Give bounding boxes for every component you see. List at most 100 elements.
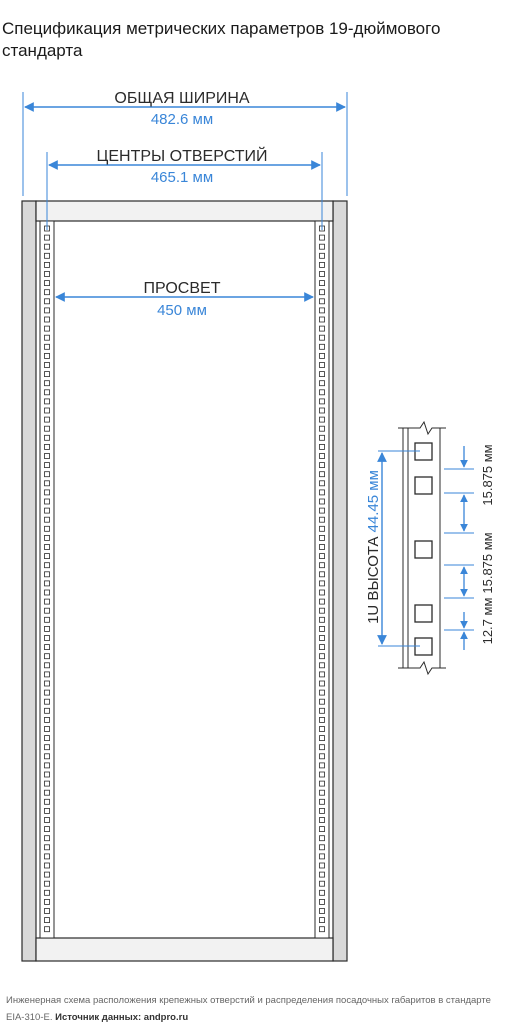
mount-hole <box>44 780 50 787</box>
mount-hole <box>319 798 325 805</box>
unit-height-text: 1U ВЫСОТА 44.45 мм <box>365 470 382 624</box>
mount-hole <box>319 707 325 714</box>
mount-hole <box>44 808 50 814</box>
mount-hole <box>44 471 50 478</box>
top-bar <box>35 200 334 222</box>
mount-hole <box>319 917 325 923</box>
mount-hole <box>44 261 50 268</box>
mount-hole <box>319 653 325 660</box>
mount-hole <box>319 243 325 250</box>
mount-hole <box>44 616 50 623</box>
mount-hole <box>44 880 50 887</box>
mount-hole <box>44 917 50 923</box>
mount-hole <box>44 489 50 496</box>
mount-hole <box>319 598 325 605</box>
mount-hole <box>319 280 325 287</box>
mount-hole <box>44 416 50 423</box>
mount-hole <box>44 507 50 514</box>
mount-hole <box>319 362 325 368</box>
mount-hole <box>319 726 325 732</box>
unit-height-label: 1U ВЫСОТА <box>365 536 382 623</box>
mount-hole <box>319 789 325 796</box>
mount-hole <box>319 252 325 259</box>
figure-caption: Инженерная схема расположения крепежных … <box>6 992 504 1026</box>
mount-hole <box>44 498 50 505</box>
mount-hole <box>44 598 50 605</box>
mount-hole <box>319 871 325 878</box>
mount-hole <box>319 926 325 933</box>
spacing-middle-value: 15.875 мм <box>480 532 495 593</box>
mount-hole <box>44 635 50 641</box>
left-rail <box>21 200 37 962</box>
mount-hole <box>44 462 50 469</box>
mount-hole <box>44 735 50 741</box>
mount-hole <box>319 453 325 459</box>
mount-hole <box>44 544 50 550</box>
mount-hole <box>44 762 50 769</box>
mount-hole <box>44 862 50 869</box>
mount-hole <box>44 434 50 441</box>
mount-hole <box>319 908 325 914</box>
mount-hole <box>319 762 325 769</box>
mount-hole <box>319 307 325 314</box>
mount-hole <box>319 880 325 887</box>
mount-hole <box>44 425 50 432</box>
mount-hole <box>319 471 325 478</box>
mount-hole <box>319 234 325 241</box>
mount-hole <box>319 662 325 669</box>
mount-hole <box>44 371 50 378</box>
mount-hole <box>319 717 325 723</box>
mount-hole <box>319 635 325 641</box>
mount-hole <box>319 498 325 505</box>
mount-hole <box>44 644 50 650</box>
hole-centers-label: ЦЕНТРЫ ОТВЕРСТИЙ <box>97 146 268 165</box>
spacing-top-value: 15.875 мм <box>480 444 495 505</box>
mount-hole <box>319 644 325 650</box>
mount-hole <box>44 234 50 241</box>
mount-hole <box>319 343 325 350</box>
detail-hole <box>414 476 433 495</box>
mount-hole <box>319 525 325 532</box>
mount-hole <box>319 480 325 487</box>
mount-hole <box>44 398 50 405</box>
mount-hole <box>319 371 325 378</box>
bottom-bar <box>35 937 334 962</box>
mount-hole <box>44 480 50 487</box>
mount-hole <box>44 280 50 287</box>
mount-hole <box>44 443 50 450</box>
mount-hole <box>319 735 325 741</box>
mount-hole <box>44 571 50 578</box>
mount-hole <box>319 835 325 842</box>
mount-hole <box>44 707 50 714</box>
mount-hole <box>44 525 50 532</box>
mount-hole <box>319 389 325 396</box>
mount-hole <box>319 425 325 432</box>
mount-hole <box>319 744 325 751</box>
mount-hole <box>44 407 50 414</box>
mount-hole <box>319 671 325 678</box>
mount-hole <box>44 835 50 842</box>
unit-height-value: 44.45 мм <box>365 470 382 532</box>
mount-hole <box>44 289 50 296</box>
mount-hole <box>44 252 50 259</box>
unit-detail: 1U ВЫСОТА44.45 мм 15.875 мм 15.875 мм 12… <box>365 420 495 676</box>
mount-hole <box>44 271 50 277</box>
mount-hole <box>319 844 325 851</box>
mount-hole <box>44 562 50 569</box>
mount-hole <box>44 389 50 396</box>
mount-hole <box>44 698 50 705</box>
mount-hole <box>319 808 325 814</box>
mount-hole <box>44 362 50 368</box>
mount-hole <box>319 771 325 778</box>
mount-hole <box>319 380 325 387</box>
mount-hole <box>319 698 325 705</box>
mount-hole <box>319 553 325 559</box>
rack-frame <box>21 200 348 962</box>
mount-hole <box>44 798 50 805</box>
clearance-value: 450 мм <box>157 302 207 319</box>
mount-hole <box>319 462 325 469</box>
detail-hole <box>414 604 433 623</box>
mount-hole <box>44 689 50 696</box>
mount-hole <box>319 680 325 687</box>
mount-hole <box>44 753 50 760</box>
